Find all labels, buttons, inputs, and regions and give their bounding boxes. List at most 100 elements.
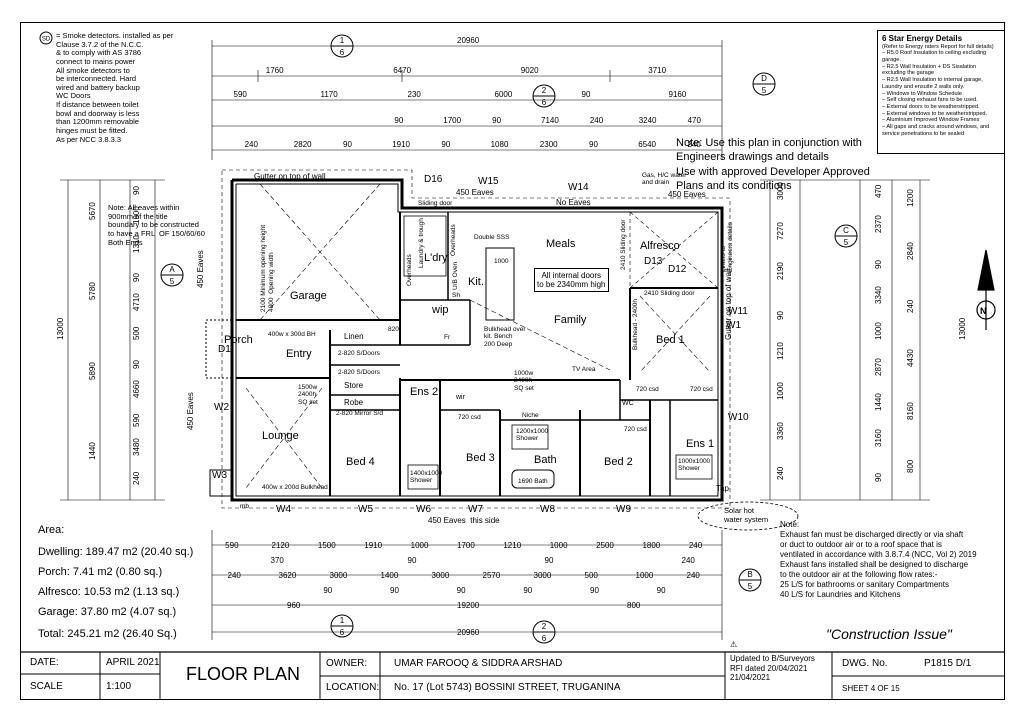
dim-left-row: 5670	[88, 202, 97, 220]
window-label-w2: W2	[214, 402, 229, 413]
ens-opening-line: SQ set	[514, 384, 534, 392]
dim-bot-overall: 20960	[457, 628, 480, 637]
dim-top-row3: 9160	[668, 90, 687, 99]
window-label-w4: W4	[276, 504, 291, 515]
dim-bot-row1b: 90	[407, 556, 417, 565]
dim-bot-row1: 1910	[364, 541, 383, 550]
window-label-d1: D1	[218, 344, 231, 355]
dim-left-row2: 590	[132, 413, 141, 428]
room-bed4: Bed 4	[346, 456, 375, 468]
dim-top-row4: 7140	[541, 116, 559, 125]
window-label-d16: D16	[424, 174, 443, 185]
svg-text:2: 2	[542, 86, 547, 95]
dim-top-row5: 90	[343, 140, 352, 149]
tv-area-label: TV Area	[572, 366, 596, 373]
bulkhead-line: 200 Deep	[484, 340, 513, 348]
dim-top-row5: 1080	[490, 140, 509, 149]
main-note-line: Note: Use this plan in conjunction with	[676, 137, 862, 149]
dim-top-row4: 1700	[443, 116, 462, 125]
exhaust-note-line: Note:	[780, 520, 800, 529]
exhaust-note-line: 40 L/S for Laundries and Kitchens	[780, 590, 901, 599]
revision-warning-icon: ⚠	[730, 640, 738, 649]
dim-left-row2: 90	[132, 360, 141, 370]
revision-line: Updated to B/Surveyors	[730, 654, 815, 663]
mirror-doors: 2-820 Mirror S/d	[336, 410, 383, 417]
room-meals: Meals	[546, 238, 576, 250]
svg-text:5: 5	[748, 582, 753, 591]
svg-text:1: 1	[340, 616, 345, 625]
dwg-value: P1815 D/1	[924, 658, 972, 669]
bulkhead-line: Bulkhead over	[484, 326, 526, 333]
room-robe: Robe	[344, 398, 364, 407]
owner-label: OWNER:	[326, 658, 368, 669]
exhaust-note-line: or duct to outdoor air or to a roof spac…	[780, 540, 942, 549]
eaves-note-line: Both Ends	[108, 237, 143, 247]
smoke-note-line: WC Doors	[56, 91, 91, 101]
dim-bot-row1: 2120	[271, 541, 290, 550]
svg-text:5: 5	[762, 86, 767, 95]
svg-text:B: B	[747, 570, 752, 579]
room-laundry: L'dry	[424, 252, 448, 264]
sliding-door-2410-a: 2410 Sliding door	[620, 219, 627, 270]
dim-left-row2: 90	[132, 272, 141, 282]
window-label-w11: W11	[728, 306, 748, 317]
dim-left-row2: 3480	[132, 438, 141, 457]
svg-text:5: 5	[170, 277, 175, 286]
csd-720-a: 720 csd	[458, 414, 481, 421]
lounge-bulkhead: 400w x 200d Bulkhead	[262, 484, 328, 491]
exhaust-note-line: to the outdoor air at the following flow…	[780, 570, 938, 579]
dim-top-row3: 590	[233, 90, 247, 99]
dim-bot-row1: 1700	[457, 541, 475, 550]
dim-bot-row2: 500	[584, 571, 598, 580]
window-label-d12: D12	[668, 264, 687, 275]
dim-right-row2: 3340	[874, 286, 883, 305]
dim-bot-row3: 19200	[457, 601, 480, 610]
dwg-label: DWG. No.	[842, 658, 888, 669]
room-ens2: Ens 2	[410, 386, 439, 398]
dim-top-row3: 6000	[494, 90, 513, 99]
dim-top-row4: 90	[394, 116, 404, 125]
dim-top-row5: 6540	[638, 140, 656, 149]
smoke-note-line: All smoke detectors to	[56, 65, 130, 75]
lounge-opening-line: SQ set	[298, 398, 318, 406]
smoke-note-line: hinges must be fitted.	[56, 125, 128, 135]
room-linen: Linen	[344, 332, 364, 341]
dim-bot-row1: 1500	[317, 541, 336, 550]
sliding-doors-2: 2-820 S/Doors	[338, 369, 380, 376]
dim-bot-row2: 2570	[482, 571, 501, 580]
dim-bot-row2: 3620	[278, 571, 297, 580]
main-note-line: Plans and its conditions	[676, 179, 792, 192]
energy-details-box: 6 Star Energy Details (Refer to Energy r…	[877, 30, 1005, 154]
dim-bot-row1: 1210	[503, 541, 522, 550]
dim-right-row: 2840	[906, 242, 915, 260]
overheads-2: Overheads	[450, 224, 457, 256]
dim-right-row3: 3000	[776, 182, 785, 200]
energy-subtitle: (Refer to Energy raters Report for full …	[882, 43, 994, 50]
room-bed1: Bed 1	[656, 334, 685, 346]
dim-top-row2: 6470	[393, 66, 412, 75]
energy-item: – All gaps and cracks around windows, an…	[882, 124, 990, 137]
room-bath: Bath	[534, 454, 557, 466]
energy-item: – Aluminium Improved Window Frames	[882, 117, 980, 124]
dim-bot-row2: 3000	[431, 571, 450, 580]
dim-bot-row1: 2500	[596, 541, 614, 550]
window-label-w9: W9	[616, 504, 631, 515]
eaves-note-line: to have a FRL OF 150/60/60	[108, 228, 205, 238]
dim-top-row3: 230	[407, 90, 421, 99]
csd-720-c: 720 csd	[636, 386, 659, 393]
gutter-top-label: Gutter on top of wall	[254, 172, 326, 181]
dim-left-row2: 1310	[132, 234, 141, 253]
sliding-door-2410-b: 2410 Sliding door	[644, 290, 695, 297]
dim-top-row4: 3240	[638, 116, 657, 125]
energy-title: 6 Star Energy Details	[882, 34, 963, 43]
dim-right-row3: 90	[776, 311, 785, 320]
date-label: DATE:	[30, 657, 59, 668]
bath-1690: 1690 Bath	[518, 478, 548, 485]
dim-right-row3: 2190	[776, 262, 785, 280]
location-value: No. 17 (Lot 5743) BOSSINI STREET, TRUGAN…	[394, 682, 621, 693]
smoke-note-line: be interconnected. Hard	[56, 74, 137, 84]
